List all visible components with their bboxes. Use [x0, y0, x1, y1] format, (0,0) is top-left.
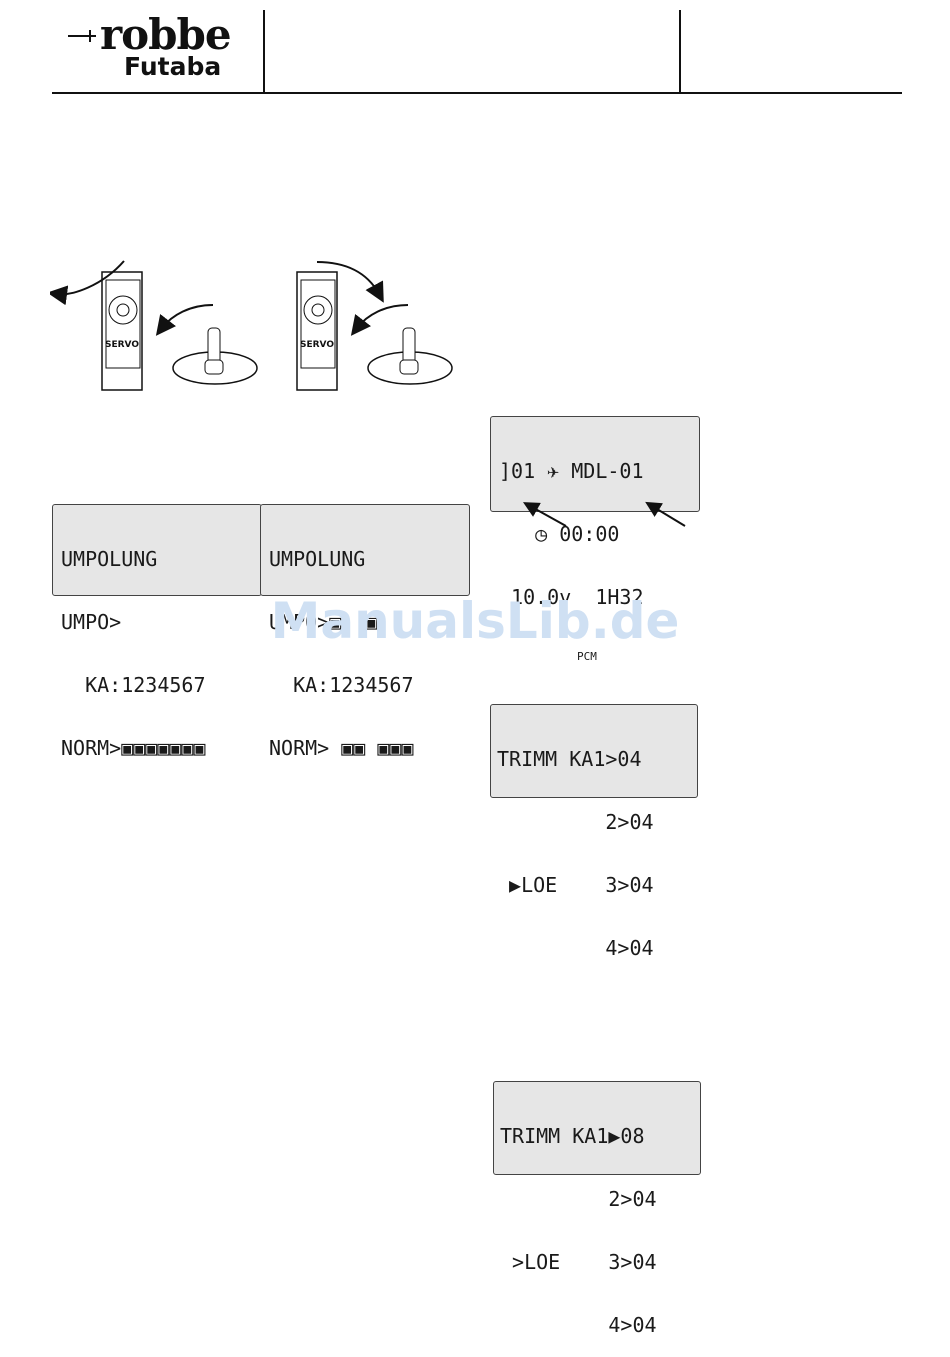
lcd-line: UMPOLUNG — [61, 547, 158, 571]
lcd-line: ▶LOE 3>04 — [497, 873, 654, 897]
logo-plane-icon — [68, 30, 96, 42]
servo-label-left: SERVO — [105, 340, 140, 350]
lcd-line-mode: PCM — [577, 650, 597, 663]
lcd-trimm-select-clear: TRIMM KA1>04 2>04 ▶LOE 3>04 4>04 — [490, 704, 698, 959]
logo-robbe: robbe — [100, 10, 232, 59]
lcd-line: UMPOLUNG — [269, 547, 366, 571]
servo-label-right: SERVO — [300, 340, 335, 350]
lcd-umpolung-reversed: UMPOLUNG UMPO>▣ ▣ KA:1234567 NORM> ▣▣ ▣▣… — [260, 504, 470, 759]
lcd-umpolung-normal: UMPOLUNG UMPO> KA:1234567 NORM>▣▣▣▣▣▣▣ — [52, 504, 262, 759]
lcd-line: 4>04 — [497, 936, 654, 960]
header-rule — [52, 92, 902, 94]
lcd-line: 2>04 — [500, 1187, 657, 1211]
lcd-line-voltage: 10.0v 1H32 — [499, 585, 644, 609]
lcd-trimm-edit-value: TRIMM KA1▶08 2>04 >LOE 3>04 4>04 — [493, 1081, 701, 1336]
lcd-line: UMPO> — [61, 610, 122, 634]
lcd-line: TRIMM KA1>04 — [497, 747, 642, 771]
lcd-line-model: ]01 ✈ MDL-01 — [499, 459, 644, 483]
lcd-line: >LOE 3>04 — [500, 1250, 657, 1274]
lcd-line: 2>04 — [497, 810, 654, 834]
lcd-line: KA:1234567 — [269, 673, 414, 697]
trim-pointer-arrows — [523, 501, 686, 527]
lcd-line: 4>04 — [500, 1313, 657, 1337]
lcd-line: NORM>▣▣▣▣▣▣▣ — [61, 736, 206, 760]
header-divider-right — [679, 10, 681, 92]
lcd-line-timer: ◷ 00:00 — [499, 522, 620, 546]
lcd-line: TRIMM KA1▶08 — [500, 1124, 645, 1148]
logo-futaba: Futaba — [124, 52, 222, 81]
lcd-main-display: ]01 ✈ MDL-01 ◷ 00:00 10.0v 1H32 PCM — [490, 416, 700, 663]
lcd-line: UMPO>▣ ▣ — [269, 610, 378, 634]
servo-reverse-illustration — [50, 260, 453, 391]
lcd-line: KA:1234567 — [61, 673, 206, 697]
header-divider-left — [263, 10, 265, 92]
servo-left — [50, 260, 258, 391]
watermark: ManualsLib.de — [270, 592, 680, 650]
servo-right — [296, 261, 453, 391]
lcd-line: NORM> ▣▣ ▣▣▣ — [269, 736, 414, 760]
